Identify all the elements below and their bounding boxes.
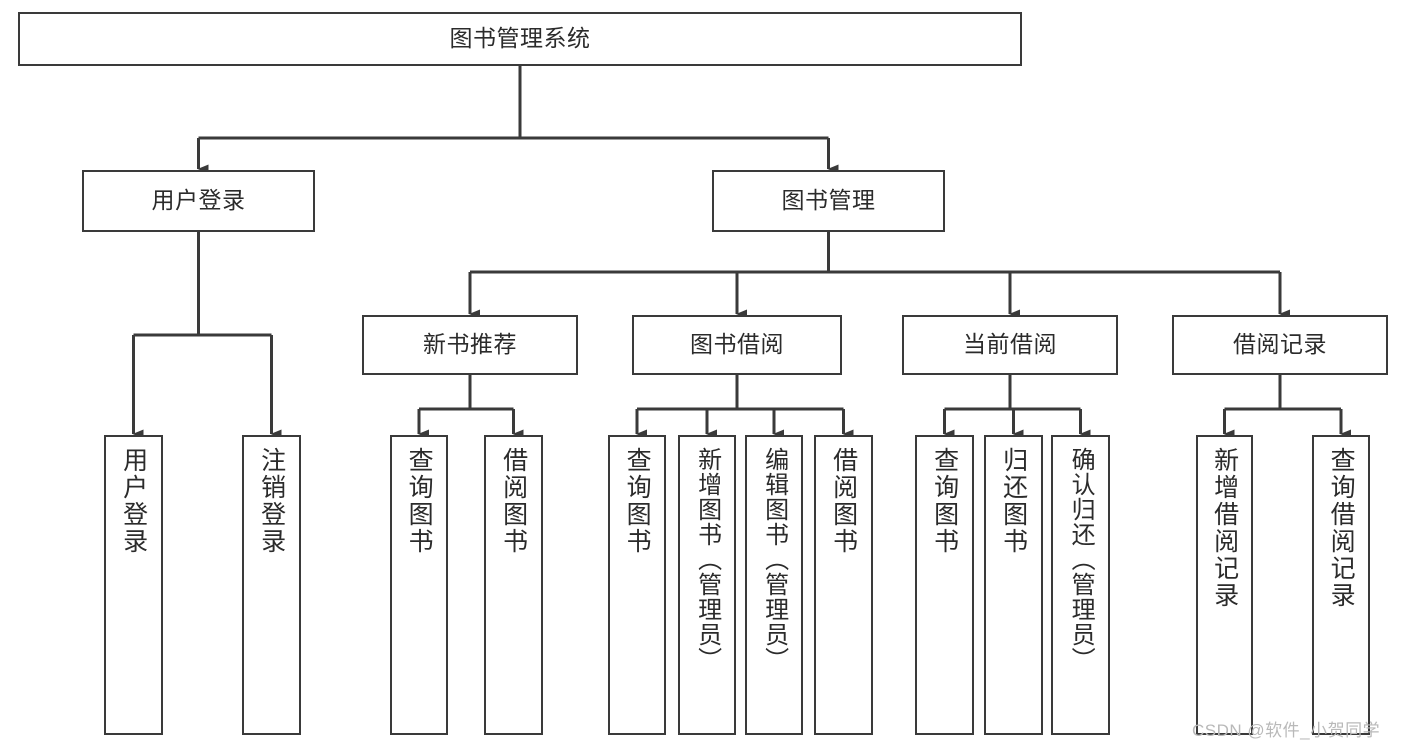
node-book-manage[interactable]: 图书管理 xyxy=(712,170,945,232)
node-label: 编辑图书（管理员） xyxy=(760,447,788,672)
node-current-borrow[interactable]: 当前借阅 xyxy=(902,315,1118,375)
node-leaf-query-book-3[interactable]: 查询图书 xyxy=(915,435,974,735)
node-leaf-borrow-book-1[interactable]: 借阅图书 xyxy=(484,435,543,735)
node-leaf-borrow-book-2[interactable]: 借阅图书 xyxy=(814,435,873,735)
node-label: 借阅图书 xyxy=(829,447,858,555)
node-new-book-rec[interactable]: 新书推荐 xyxy=(362,315,578,375)
node-label: 图书管理 xyxy=(781,187,876,214)
node-label: 图书借阅 xyxy=(690,331,784,358)
node-label: 借阅记录 xyxy=(1233,331,1327,358)
node-book-borrow[interactable]: 图书借阅 xyxy=(632,315,842,375)
node-leaf-logout[interactable]: 注销登录 xyxy=(242,435,301,735)
node-label: 当前借阅 xyxy=(963,331,1057,358)
node-leaf-query-record[interactable]: 查询借阅记录 xyxy=(1312,435,1370,735)
node-label: 查询图书 xyxy=(405,447,434,555)
node-label: 新增借阅记录 xyxy=(1210,447,1239,609)
node-label: 新书推荐 xyxy=(423,331,517,358)
node-label: 借阅图书 xyxy=(499,447,528,555)
node-label: 注销登录 xyxy=(257,447,286,555)
node-label: 新增图书（管理员） xyxy=(693,447,721,672)
node-leaf-add-record[interactable]: 新增借阅记录 xyxy=(1196,435,1253,735)
node-leaf-confirm-return[interactable]: 确认归还（管理员） xyxy=(1051,435,1110,735)
node-label: 确认归还（管理员） xyxy=(1067,447,1095,672)
node-label: 查询图书 xyxy=(930,447,959,555)
node-leaf-edit-book[interactable]: 编辑图书（管理员） xyxy=(745,435,803,735)
node-leaf-query-book-1[interactable]: 查询图书 xyxy=(390,435,448,735)
node-label: 查询借阅记录 xyxy=(1327,447,1356,609)
node-label: 查询图书 xyxy=(623,447,652,555)
node-label: 用户登录 xyxy=(119,447,148,555)
node-leaf-add-book[interactable]: 新增图书（管理员） xyxy=(678,435,736,735)
node-label: 用户登录 xyxy=(151,187,246,214)
node-leaf-user-login[interactable]: 用户登录 xyxy=(104,435,163,735)
node-label: 归还图书 xyxy=(999,447,1028,555)
csdn-watermark: CSDN @软件_小贺同学 xyxy=(1192,721,1381,740)
node-borrow-record[interactable]: 借阅记录 xyxy=(1172,315,1388,375)
node-label: 图书管理系统 xyxy=(449,25,591,52)
tree-connectors xyxy=(132,66,1351,439)
node-user-login[interactable]: 用户登录 xyxy=(82,170,315,232)
node-leaf-return-book[interactable]: 归还图书 xyxy=(984,435,1043,735)
node-leaf-query-book-2[interactable]: 查询图书 xyxy=(608,435,666,735)
node-root[interactable]: 图书管理系统 xyxy=(18,12,1022,66)
